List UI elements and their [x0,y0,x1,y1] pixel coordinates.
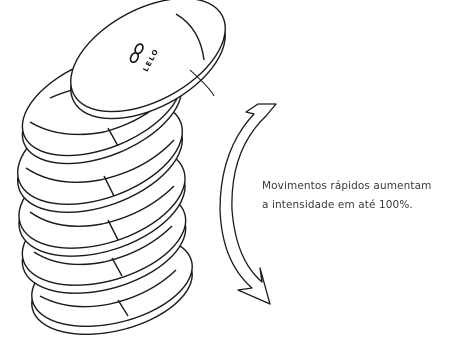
caption-line-1: Movimentos rápidos aumentam [262,180,432,192]
curved-double-arrow-icon [219,103,277,305]
caption-line-2: a intensidade em até 100%. [262,199,413,211]
disc-top [70,0,226,120]
infinity-logo-icon [129,43,144,64]
motion-caption: Movimentos rápidos aumentam a intensidad… [262,177,458,215]
